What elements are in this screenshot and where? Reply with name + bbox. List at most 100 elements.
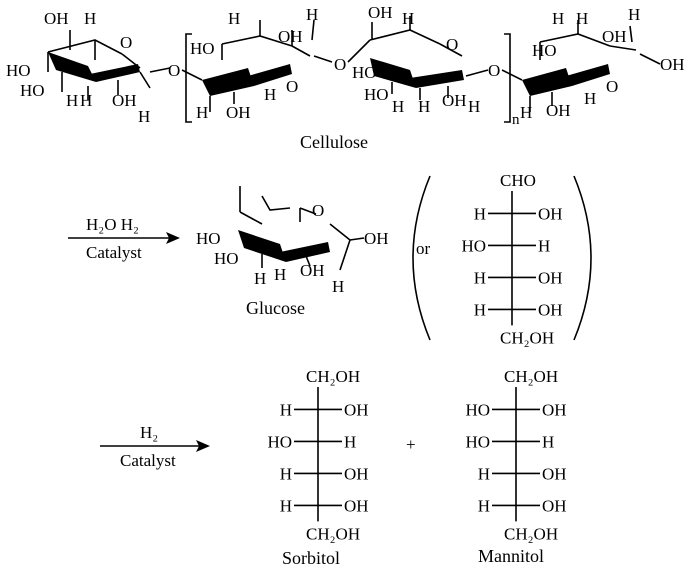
plus-sign: + xyxy=(406,435,416,454)
c4-h-top2: H xyxy=(576,9,588,28)
c1-ho-bottom: HO xyxy=(20,81,45,100)
cellulose-ring-2 xyxy=(181,19,333,112)
c2-o-ring: O xyxy=(286,77,298,96)
glucose-h-bottom2: H xyxy=(274,265,286,284)
glucose-open-top-group: CHO xyxy=(500,171,536,190)
mannitol-row1-left: HO xyxy=(465,400,490,419)
c1-h-anomeric: H xyxy=(138,107,150,126)
c2-h-bottom2: H xyxy=(264,85,276,104)
c4-h-bottom2: H xyxy=(584,89,596,108)
c4-o-ring: O xyxy=(606,77,618,96)
c4-oh-bottom: OH xyxy=(546,101,571,120)
glucose-open-row3-left: H xyxy=(474,268,486,287)
c1-ho-left: HO xyxy=(6,61,31,80)
c3-oh-bottom: OH xyxy=(442,91,467,110)
c2-oh-bottom: OH xyxy=(226,103,251,122)
cellulose-ring-4 xyxy=(501,20,661,112)
mannitol-top-group: CH₂OH xyxy=(504,367,558,386)
c3-oh-top: OH xyxy=(368,3,393,22)
glucose-open-row1-right: OH xyxy=(538,204,563,223)
paren-right xyxy=(573,175,592,341)
link-o-1: O xyxy=(168,61,180,80)
reaction-arrow-2 xyxy=(100,440,210,452)
arrow2-catalyst: Catalyst xyxy=(120,451,176,470)
reaction-arrow-1 xyxy=(68,232,180,244)
glucose-open-row4-right: OH xyxy=(538,300,563,319)
glucose-oh-right: OH xyxy=(364,229,389,248)
c3-ho-left: HO xyxy=(352,63,377,82)
arrow1-catalyst: Catalyst xyxy=(86,243,142,262)
c4-oh-end: OH xyxy=(660,55,685,74)
sorbitol-row4-right: OH xyxy=(344,496,369,515)
glucose-ring xyxy=(238,186,365,271)
c1-oh-bottom: OH xyxy=(112,91,137,110)
glucose-open-row1-left: H xyxy=(474,204,486,223)
cellulose-ring-3 xyxy=(347,16,489,100)
c1-h-bottom2: H xyxy=(80,91,92,110)
glucose-oh-bottom: OH xyxy=(300,261,325,280)
c2-h-top: H xyxy=(228,9,240,28)
sorbitol-row1-right: OH xyxy=(344,400,369,419)
mannitol-row1-right: OH xyxy=(542,400,567,419)
mannitol-row2-left: HO xyxy=(465,432,490,451)
sorbitol-bottom-group: CH₂OH xyxy=(306,524,360,543)
sorbitol-label: Sorbitol xyxy=(282,548,340,568)
mannitol-row4-right: OH xyxy=(542,496,567,515)
c2-ho-left: HO xyxy=(190,39,215,58)
glucose-h-bottom: H xyxy=(254,269,266,288)
glucose-open-row2-right: H xyxy=(538,236,550,255)
sorbitol-row1-left: H xyxy=(280,400,292,419)
mannitol-label: Mannitol xyxy=(478,546,544,566)
glucose-open-row2-left: HO xyxy=(461,236,486,255)
c4-h-top: H xyxy=(552,9,564,28)
glucose-open-row3-right: OH xyxy=(538,268,563,287)
c1-h-bottom: H xyxy=(66,91,78,110)
mannitol-bottom-group: CH₂OH xyxy=(504,524,558,543)
arrow2-reagent: H₂ xyxy=(140,423,158,442)
glucose-open-row4-left: H xyxy=(474,300,486,319)
c3-h-anomeric: H xyxy=(468,97,480,116)
glucose-label: Glucose xyxy=(246,298,305,318)
sorbitol-row4-left: H xyxy=(280,496,292,515)
cellulose-label: Cellulose xyxy=(300,132,368,152)
c4-h-bottom: H xyxy=(520,103,532,122)
sorbitol-row3-right: OH xyxy=(344,464,369,483)
c1-o-ring: O xyxy=(120,33,132,52)
c3-h-bottom2: H xyxy=(418,97,430,116)
sorbitol-top-group: CH₂OH xyxy=(306,367,360,386)
glucose-ho-bottom: HO xyxy=(214,249,239,268)
c1-oh-top: OH xyxy=(44,9,69,28)
c3-o-ring: O xyxy=(446,35,458,54)
c2-h-bottom: H xyxy=(196,103,208,122)
arrow1-reagents: H₂O H₂ xyxy=(86,215,139,234)
sorbitol-row2-left: HO xyxy=(267,432,292,451)
c4-ho-left: HO xyxy=(532,41,557,60)
cellulose-ring-1 xyxy=(47,30,171,100)
glucose-o-ring: O xyxy=(312,201,324,220)
mannitol-row3-left: H xyxy=(478,464,490,483)
glucose-ho-left: HO xyxy=(196,229,221,248)
c4-h-top3: H xyxy=(628,5,640,24)
sorbitol-row2-right: H xyxy=(344,432,356,451)
c4-oh-top: OH xyxy=(602,27,627,46)
c3-h-bottom: H xyxy=(392,97,404,116)
or-text: or xyxy=(416,239,431,258)
sorbitol-row3-left: H xyxy=(280,464,292,483)
c2-h-top-right: H xyxy=(306,5,318,24)
glucose-h-anomeric: H xyxy=(332,277,344,296)
glucose-open-bottom-group: CH₂OH xyxy=(500,328,554,347)
mannitol-row2-right: H xyxy=(542,432,554,451)
mannitol-row3-right: OH xyxy=(542,464,567,483)
c2-oh-top: OH xyxy=(278,27,303,46)
bracket-left xyxy=(185,33,192,123)
c3-ho-bottom: HO xyxy=(364,85,389,104)
c3-h-top: H xyxy=(402,9,414,28)
bracket-right xyxy=(504,33,511,123)
link-o-2: O xyxy=(334,55,346,74)
c1-h-top: H xyxy=(84,9,96,28)
